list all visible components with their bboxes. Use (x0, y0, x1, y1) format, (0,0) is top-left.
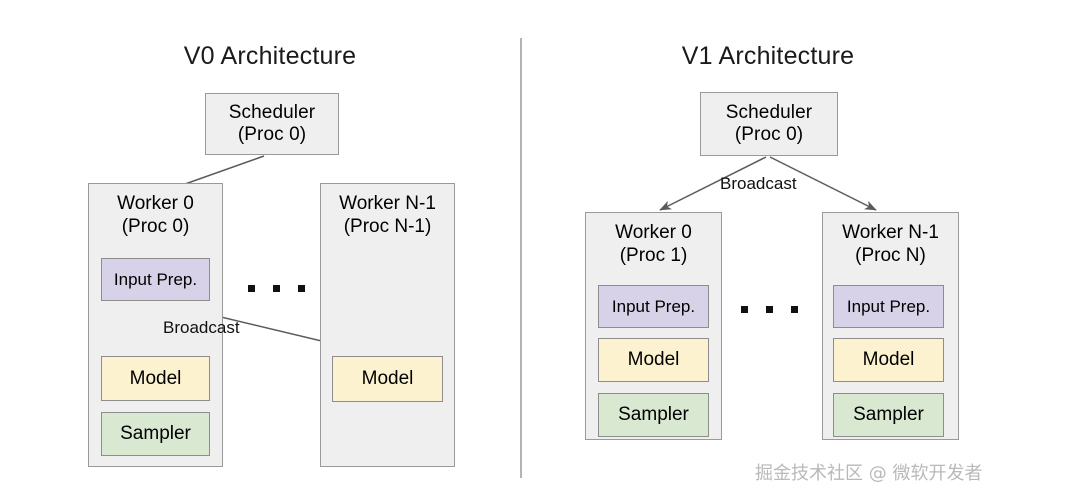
v1-worker-n-title: Worker N-1 (Proc N) (823, 222, 958, 268)
v0-worker-0-sampler-label: Sampler (120, 423, 191, 444)
v1-scheduler-box[interactable]: Scheduler (Proc 0) (700, 92, 838, 156)
v0-panel-title: V0 Architecture (183, 42, 357, 70)
v1-worker-0-input-prep-label: Input Prep. (611, 296, 696, 316)
v1-worker-0-sampler[interactable]: Sampler (598, 393, 709, 437)
v1-worker-0-input-prep[interactable]: Input Prep. (598, 285, 709, 328)
v0-worker-0-input-prep[interactable]: Input Prep. (101, 258, 210, 301)
v1-worker-0-title: Worker 0 (Proc 1) (586, 222, 721, 268)
v1-scheduler-line1: Scheduler (725, 102, 813, 124)
v0-worker-0-line2: (Proc 0) (121, 215, 190, 237)
v1-worker-n-sampler-label: Sampler (853, 404, 924, 425)
v1-worker-0-line2: (Proc 1) (619, 244, 688, 266)
v0-worker-n-line1: Worker N-1 (339, 193, 436, 214)
v1-panel-title: V1 Architecture (681, 42, 855, 70)
v1-worker-n-input-prep-label: Input Prep. (846, 296, 931, 316)
v0-worker-0-model[interactable]: Model (101, 356, 210, 401)
v0-worker-n-model-label: Model (361, 368, 414, 389)
v1-worker-n-model[interactable]: Model (833, 338, 944, 382)
v1-worker-0-line1: Worker 0 (615, 222, 692, 243)
panel-divider (520, 38, 522, 478)
v1-ellipsis-dot-3 (791, 306, 798, 313)
v0-ellipsis-dot-1 (248, 285, 255, 292)
v0-scheduler-line1: Scheduler (228, 102, 316, 124)
v0-ellipsis (248, 285, 305, 292)
v0-worker-0-line1: Worker 0 (117, 193, 194, 214)
v0-ellipsis-dot-3 (298, 285, 305, 292)
v1-broadcast-label: Broadcast (720, 174, 797, 193)
v1-worker-0-model-label: Model (627, 349, 680, 370)
v0-broadcast-label: Broadcast (163, 318, 240, 337)
v1-worker-n-sampler[interactable]: Sampler (833, 393, 944, 437)
v0-scheduler-box[interactable]: Scheduler (Proc 0) (205, 93, 339, 155)
v1-ellipsis-dot-2 (766, 306, 773, 313)
v1-worker-n-model-label: Model (862, 349, 915, 370)
v1-worker-0-sampler-label: Sampler (618, 404, 689, 425)
v1-worker-n-line2: (Proc N) (855, 244, 926, 266)
v0-worker-n-line2: (Proc N-1) (343, 215, 432, 237)
v1-worker-0-model[interactable]: Model (598, 338, 709, 382)
watermark-text: 掘金技术社区 @ 微软开发者 (755, 463, 983, 484)
v0-worker-n-column[interactable]: Worker N-1 (Proc N-1) (320, 183, 455, 467)
v0-worker-n-title: Worker N-1 (Proc N-1) (321, 193, 454, 239)
v0-scheduler-line2: (Proc 0) (237, 124, 307, 145)
v1-ellipsis (741, 306, 798, 313)
v1-scheduler-line2: (Proc 0) (734, 124, 804, 145)
v1-worker-n-input-prep[interactable]: Input Prep. (833, 285, 944, 328)
v0-ellipsis-dot-2 (273, 285, 280, 292)
v0-worker-0-sampler[interactable]: Sampler (101, 412, 210, 456)
v0-worker-n-model[interactable]: Model (332, 356, 443, 402)
v0-worker-0-model-label: Model (129, 367, 182, 389)
v0-worker-0-title: Worker 0 (Proc 0) (89, 193, 222, 239)
v1-ellipsis-dot-1 (741, 306, 748, 313)
v0-worker-0-input-prep-label: Input Prep. (113, 269, 198, 289)
v1-worker-n-line1: Worker N-1 (842, 222, 939, 243)
